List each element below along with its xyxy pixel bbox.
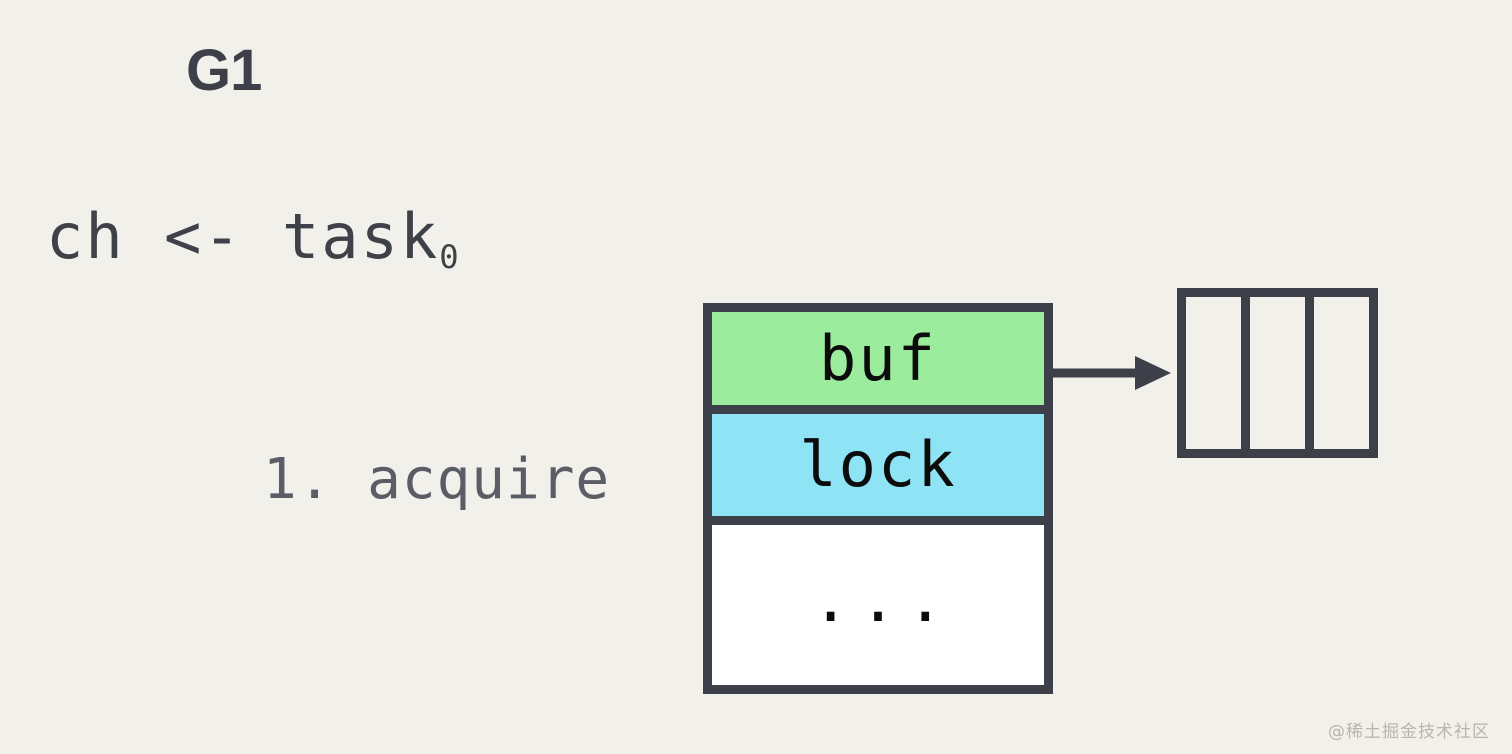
channel-struct-box: buf lock ... [703, 303, 1053, 694]
chan-field-lock: lock [712, 414, 1044, 525]
channel-send-statement: ch <- task0 [46, 206, 459, 273]
send-statement-subscript: 0 [439, 237, 459, 276]
buf-pointer-arrow-icon [1053, 356, 1171, 390]
ring-buffer-slot [1186, 297, 1241, 449]
chan-field-ellipsis: ... [712, 525, 1044, 685]
chan-field-buf: buf [712, 312, 1044, 414]
ring-buffer-slot [1241, 297, 1305, 449]
ring-buffer-box [1177, 288, 1378, 458]
goroutine-title: G1 [186, 38, 262, 103]
watermark: @稀土掘金技术社区 [1328, 722, 1490, 742]
send-statement-expression: ch <- task [46, 200, 440, 273]
ring-buffer-slot [1305, 297, 1369, 449]
step-label-acquire: 1. acquire [263, 447, 611, 512]
